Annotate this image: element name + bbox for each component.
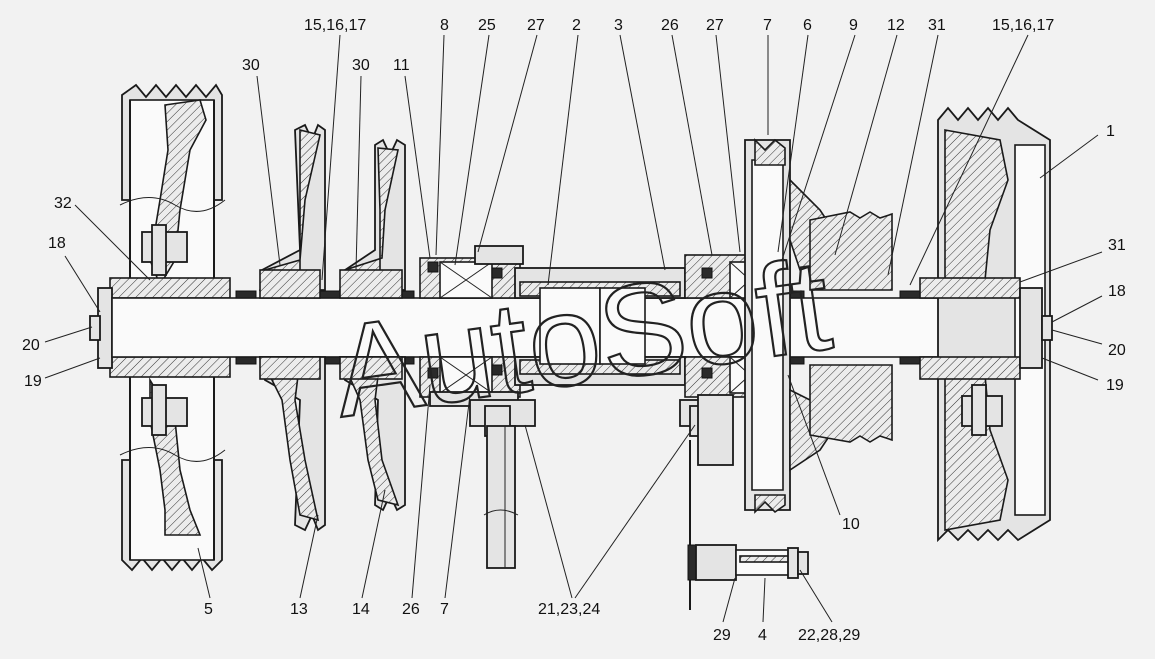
label-1: 1 [1106,123,1115,140]
lower-brackets [483,425,809,610]
label-20-right: 20 [1108,342,1126,359]
label-26-bottom: 26 [402,601,420,618]
label-26-top: 26 [661,17,679,34]
label-2: 2 [572,17,581,34]
label-18-left: 18 [48,235,66,252]
label-29: 29 [713,627,731,644]
label-31-right: 31 [1108,237,1126,254]
label-31-top: 31 [928,17,946,34]
right-middle-pulley [744,138,893,514]
label-21-23-24: 21,23,24 [538,601,600,618]
right-large-pulley [919,106,1053,543]
left-bearing-housing [419,245,536,437]
label-6: 6 [803,17,812,34]
label-11: 11 [393,57,410,74]
label-15-16-17-left: 15,16,17 [304,17,366,34]
leader-lines [44,34,1103,623]
left-large-pulley [89,83,231,572]
label-8: 8 [440,17,449,34]
label-30-right: 30 [352,57,370,74]
label-13: 13 [290,601,308,618]
pulley-13 [258,123,326,532]
label-19-right: 19 [1106,377,1124,394]
label-12: 12 [887,17,905,34]
label-32: 32 [54,195,72,212]
label-25: 25 [478,17,496,34]
part-labels: 15,16,17 8 25 27 2 3 26 27 7 6 9 12 31 1… [22,17,1126,644]
label-10: 10 [842,516,860,533]
pulley-14 [338,138,406,512]
label-7-bottom: 7 [440,601,449,618]
label-15-16-17-right: 15,16,17 [992,17,1054,34]
label-19-left: 19 [24,373,42,390]
label-5: 5 [204,601,213,618]
label-20-left: 20 [22,337,40,354]
label-30-left: 30 [242,57,260,74]
label-9: 9 [849,17,858,34]
label-18-right: 18 [1108,283,1126,300]
label-4: 4 [758,627,767,644]
label-3: 3 [614,17,623,34]
label-14: 14 [352,601,370,618]
label-27-right: 27 [706,17,724,34]
label-27-left: 27 [527,17,545,34]
label-7-top: 7 [763,17,772,34]
label-22-28-29: 22,28,29 [798,627,860,644]
